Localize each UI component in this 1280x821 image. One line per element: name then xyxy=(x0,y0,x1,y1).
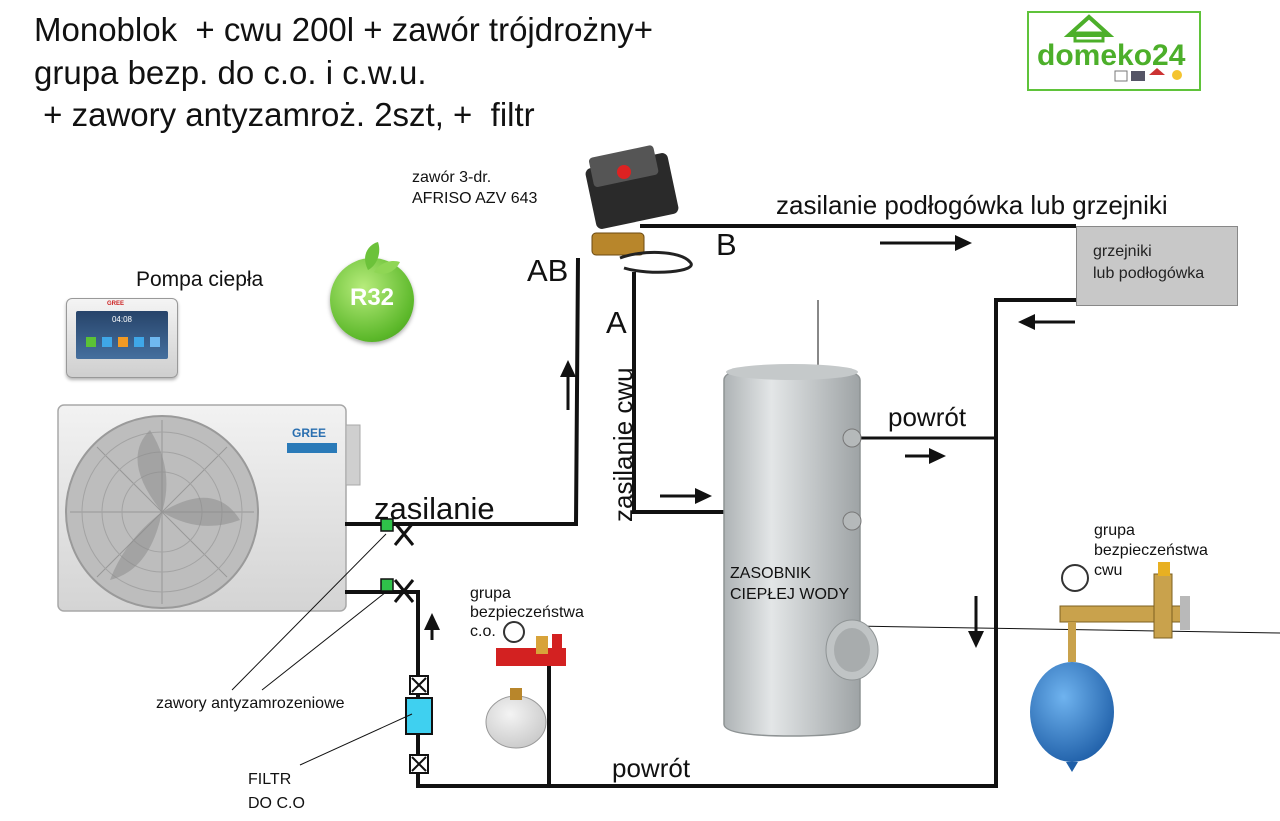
controller-app-icons xyxy=(86,337,160,347)
safety-co-label-line3: c.o. xyxy=(470,623,496,640)
tank-label-line1: ZASOBNIK xyxy=(730,565,811,582)
heat-pump-outdoor-unit xyxy=(57,404,361,612)
controller-brand: GREE xyxy=(107,301,125,307)
tank-label-line2: CIEPŁEJ WODY xyxy=(730,586,850,603)
hot-water-tank xyxy=(723,364,879,737)
port-ab-label: AB xyxy=(527,253,569,288)
three-way-valve xyxy=(585,145,693,274)
controller-time: 04:08 xyxy=(111,315,133,324)
antifreeze-valves xyxy=(380,518,415,603)
safety-co-label-line1: grupa xyxy=(470,585,511,602)
safety-cwu-label-line2: bezpieczeństwa xyxy=(1094,542,1208,559)
annotation-pointers xyxy=(231,533,413,766)
wall-controller: GREE 04:08 xyxy=(66,298,178,378)
house-icon xyxy=(1063,14,1182,82)
port-a-label: A xyxy=(606,305,627,340)
radiator-label-line2: lub podłogówka xyxy=(1093,265,1205,282)
radiator-box: grzejniki lub podłogówka xyxy=(1076,226,1238,306)
return-bottom-label: powrót xyxy=(612,753,691,783)
port-b-label: B xyxy=(716,227,737,262)
domeko24-logo: domeko24 xyxy=(1027,11,1201,91)
safety-group-co xyxy=(485,621,566,749)
return-tank-label: powrót xyxy=(888,402,967,432)
leaf-icon xyxy=(365,242,400,274)
safety-group-cwu xyxy=(1030,562,1190,772)
heat-pump-label: Pompa ciepła xyxy=(136,268,264,291)
unit-brand: GREE xyxy=(292,426,327,440)
radiator-label-line1: grzejniki xyxy=(1093,243,1152,260)
filter-label-line1: FILTR xyxy=(248,771,292,788)
title-line-3: + zawory antyzamroż. 2szt, + filtr xyxy=(34,96,535,133)
safety-cwu-label-line3: cwu xyxy=(1094,562,1123,579)
valve-label-line2: AFRISO AZV 643 xyxy=(412,190,538,207)
antifreeze-label: zawory antyzamrozeniowe xyxy=(156,695,345,712)
filter-assembly xyxy=(405,675,433,774)
supply-dhw-label: zasilanie cwu xyxy=(608,367,638,522)
safety-co-label-line2: bezpieczeństwa xyxy=(470,604,584,621)
r32-text: R32 xyxy=(349,284,395,311)
filter-label-line2: DO C.O xyxy=(248,795,305,812)
flow-arrows xyxy=(424,235,1075,648)
supply-label: zasilanie xyxy=(374,491,495,526)
title-line-2: grupa bezp. do c.o. i c.w.u. xyxy=(34,54,427,91)
controller-screen: 04:08 xyxy=(76,311,168,359)
supply-heating-label: zasilanie podłogówka lub grzejniki xyxy=(776,190,1168,220)
valve-label-line1: zawór 3-dr. xyxy=(412,169,492,186)
r32-badge: R32 xyxy=(330,242,414,342)
logo-text: domeko24 xyxy=(1037,39,1186,72)
safety-cwu-label-line1: grupa xyxy=(1094,522,1135,539)
title-line-1: Monoblok + cwu 200l + zawór trójdrożny+ xyxy=(34,11,654,48)
